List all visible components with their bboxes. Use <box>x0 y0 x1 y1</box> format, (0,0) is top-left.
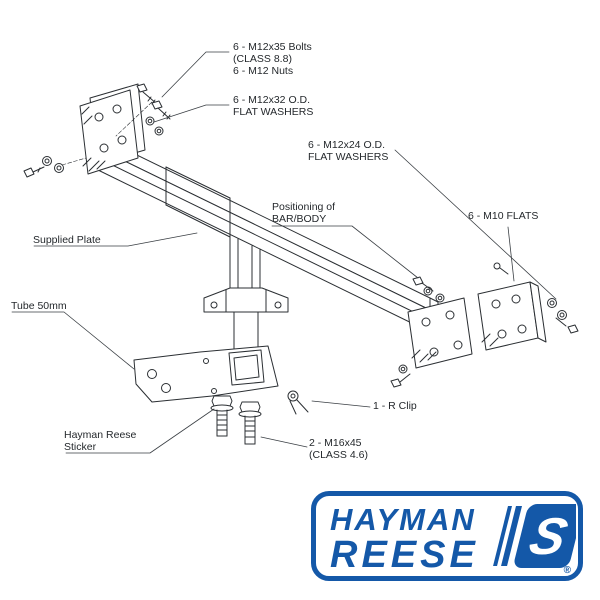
label-line: FLAT WASHERS <box>308 151 389 164</box>
fasteners-left-side <box>23 156 87 178</box>
label-line: Sticker <box>64 441 97 454</box>
supplied-plate-sleeve <box>165 166 231 238</box>
label-line: Supplied Plate <box>33 234 101 246</box>
label-supplied-plate: Supplied Plate <box>33 234 101 246</box>
right-mounting-brackets <box>407 281 547 369</box>
label-m12-flat-washers-small: 6 - M12x24 O.D. FLAT WASHERS <box>308 139 388 163</box>
r-clip-part <box>287 390 309 415</box>
label-line: 1 - R Clip <box>373 400 417 412</box>
label-line: Tube 50mm <box>11 300 67 312</box>
leader-lines <box>11 51 557 454</box>
registered-trademark-symbol: ® <box>563 565 571 576</box>
label-line: 6 - M12x24 O.D. <box>308 139 386 151</box>
hitch-bracket <box>203 287 289 353</box>
hayman-reese-s-monogram-icon: S <box>493 504 576 568</box>
label-line: 6 - M10 FLATS <box>468 210 539 222</box>
logo-wordmark-line2: REESE <box>330 534 479 576</box>
label-line: BAR/BODY <box>272 213 327 226</box>
label-line: 6 - M12x35 Bolts <box>233 41 312 53</box>
left-mounting-bracket <box>79 83 146 175</box>
centre-channel <box>229 234 261 293</box>
label-m10-flats: 6 - M10 FLATS <box>468 210 538 222</box>
towball-bolts <box>210 395 262 445</box>
label-line: (CLASS 8.8) <box>233 53 292 66</box>
label-line: 2 - M16x45 <box>309 437 362 449</box>
label-line: Hayman Reese <box>64 429 137 441</box>
hayman-reese-logo: HAYMAN REESE S ® <box>311 491 583 581</box>
label-line: Positioning of <box>272 201 336 213</box>
label-tube: Tube 50mm <box>11 300 67 312</box>
label-bar-body-positioning: Positioning of BAR/BODY <box>272 201 335 225</box>
label-line: 6 - M12 Nuts <box>233 65 294 78</box>
label-line: (CLASS 4.6) <box>309 449 368 462</box>
logo-wordmark-line1: HAYMAN <box>330 502 476 537</box>
label-m12-flat-washers-large: 6 - M12x32 O.D. FLAT WASHERS <box>233 94 313 118</box>
label-line: 6 - M12x32 O.D. <box>233 94 311 106</box>
label-r-clip: 1 - R Clip <box>373 400 417 412</box>
label-m16-bolts: 2 - M16x45 (CLASS 4.6) <box>309 437 368 461</box>
label-line: FLAT WASHERS <box>233 106 314 119</box>
tongue-plate <box>133 345 279 403</box>
label-hayman-reese-sticker: Hayman Reese Sticker <box>64 429 136 453</box>
label-m12-bolts: 6 - M12x35 Bolts (CLASS 8.8) 6 - M12 Nut… <box>233 41 312 77</box>
